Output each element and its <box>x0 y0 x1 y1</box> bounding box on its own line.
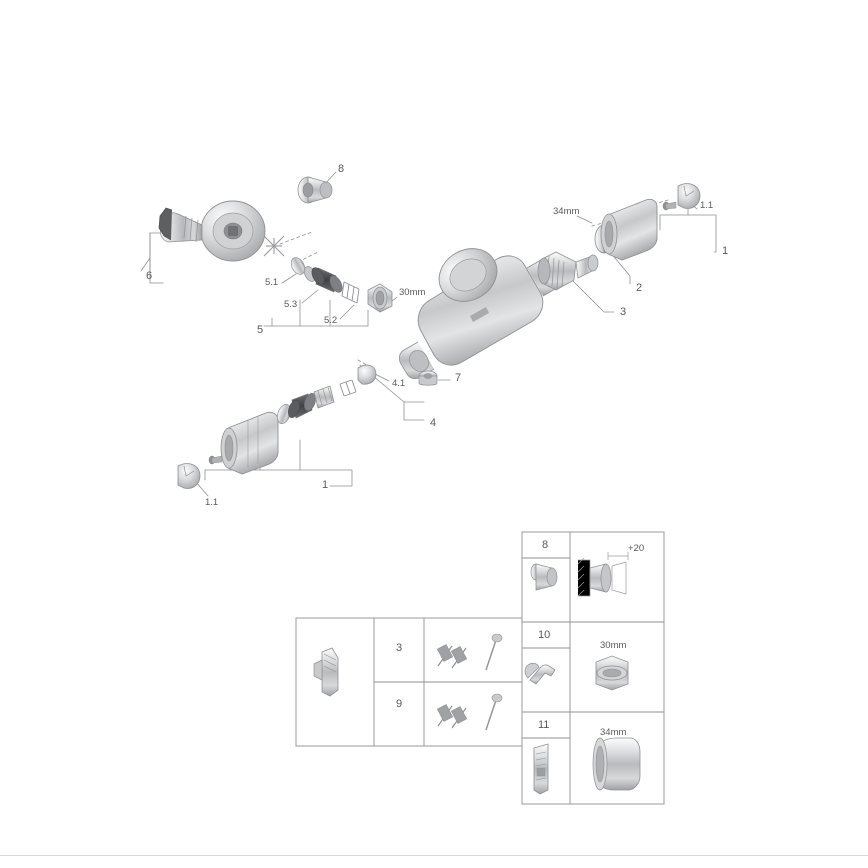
part-8-sleeve <box>297 176 333 204</box>
callout-1-top: 1 <box>722 245 729 257</box>
callout-4: 4 <box>430 417 437 429</box>
part-1-handle-cap-top <box>600 183 701 261</box>
callout-8-top: 8 <box>338 163 345 175</box>
callout-5-2: 5.2 <box>324 315 338 326</box>
callout-5-3: 5.3 <box>284 299 298 310</box>
callout-1-1-bottom: 1.1 <box>205 497 219 508</box>
table-right-note-34mm: 34mm <box>600 727 627 738</box>
table-right-label-8: 8 <box>542 539 549 551</box>
part-4-cartridge-stack <box>277 364 377 424</box>
callout-1-bottom: 1 <box>322 479 329 491</box>
part-1-handle-cap-bottom <box>177 411 279 489</box>
callout-7: 7 <box>455 372 462 384</box>
callout-2: 2 <box>636 282 643 294</box>
part-3-thermostatic-cartridge <box>537 251 599 291</box>
callout-5-1: 5.1 <box>265 277 279 288</box>
part-5-assembly <box>263 235 393 313</box>
callout-3: 3 <box>620 306 627 318</box>
callout-1-1-top: 1.1 <box>700 200 714 211</box>
table-right-label-10: 10 <box>538 629 551 641</box>
table-left-label-3: 3 <box>396 642 403 654</box>
mixer-body <box>398 248 568 380</box>
table-right <box>521 531 665 805</box>
callout-4-1: 4.1 <box>392 378 406 389</box>
part-6-handle <box>158 200 266 262</box>
footer-divider <box>0 855 868 856</box>
callout-34mm-top: 34mm <box>553 206 580 217</box>
part-7-nut <box>418 370 438 386</box>
callout-30mm: 30mm <box>399 287 426 298</box>
table-right-note-plus20: +20 <box>628 543 645 554</box>
table-right-note-30mm: 30mm <box>600 640 627 651</box>
callout-5: 5 <box>257 324 264 336</box>
table-right-label-11: 11 <box>538 719 550 731</box>
table-left <box>295 617 529 747</box>
table-left-label-9: 9 <box>396 698 403 710</box>
callout-6: 6 <box>146 270 153 282</box>
